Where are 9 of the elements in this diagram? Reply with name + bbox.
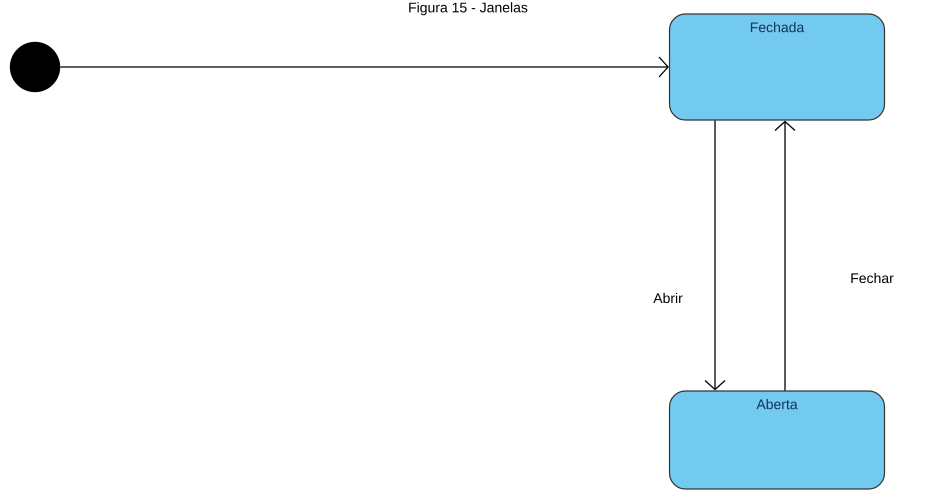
arrow — [774, 120, 796, 390]
edge-label: Fechar — [849, 272, 895, 284]
arrow — [60, 56, 669, 78]
state-box: Aberta — [668, 390, 886, 490]
arrow — [704, 120, 726, 390]
edge-label: Abrir — [652, 292, 684, 304]
initial-state — [10, 42, 60, 92]
state-box: Fechada — [668, 13, 886, 121]
title: Figura 15 - Janelas — [409, 2, 528, 16]
